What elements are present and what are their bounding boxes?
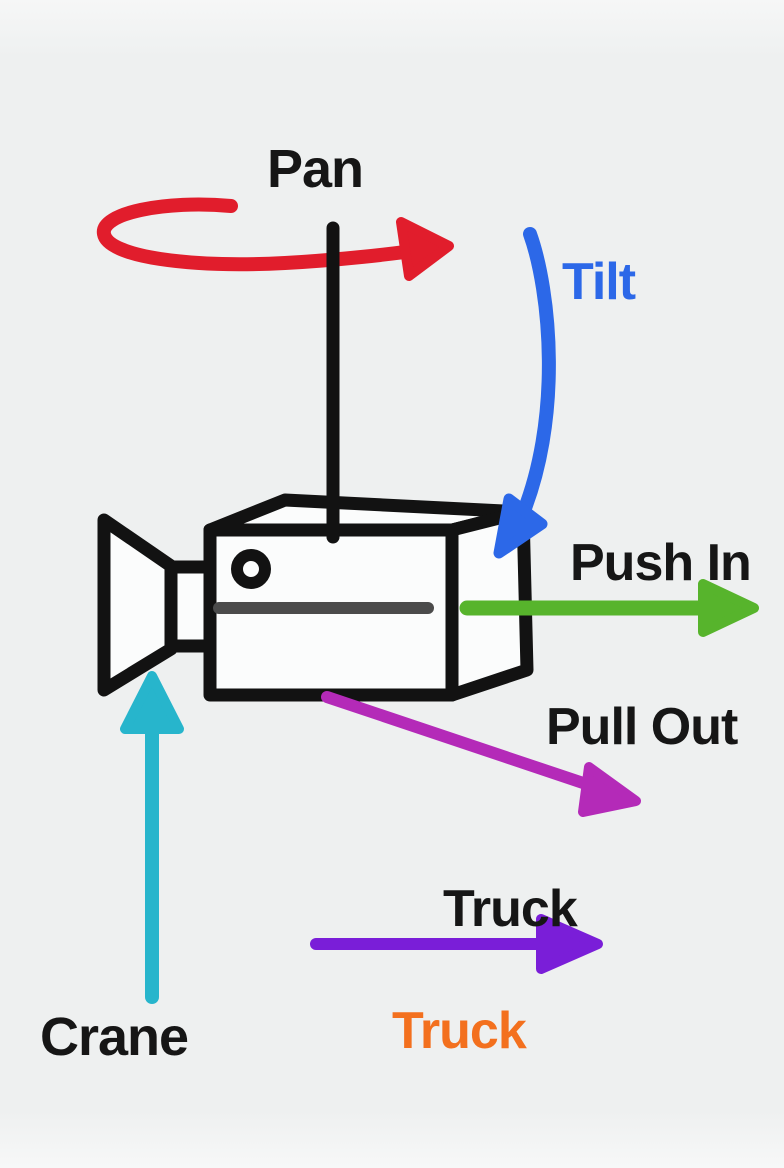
crane-arrow-icon <box>120 671 184 1004</box>
pull-out-label: Pull Out <box>546 698 738 756</box>
video-camera-icon <box>97 493 534 702</box>
camera-lens-hood <box>97 513 178 697</box>
push-in-arrowhead <box>698 579 759 637</box>
pan-arrowhead <box>396 217 454 281</box>
crane-arrowhead <box>120 671 184 734</box>
pan-arc <box>97 197 426 272</box>
truck-arrowhead <box>536 914 603 974</box>
tilt-arrowhead <box>493 493 548 559</box>
crane-label: Crane <box>40 1007 188 1067</box>
tilt-curve <box>512 227 556 530</box>
push-in-label: Push In <box>570 534 751 592</box>
pan-rotation-arrow-icon <box>97 197 454 281</box>
truck-lower-label: Truck <box>392 1002 527 1060</box>
truck-upper-label: Truck <box>443 880 578 938</box>
camera-lens-ring <box>231 549 271 589</box>
pull-out-stem <box>321 691 604 794</box>
tilt-arrow-icon <box>493 227 556 559</box>
pull-out-arrow-icon <box>321 691 641 817</box>
pull-out-arrowhead <box>578 762 641 817</box>
truck-arrow-icon <box>310 914 603 974</box>
push-in-arrow-icon <box>459 579 759 637</box>
pan-label: Pan <box>267 139 363 199</box>
tilt-label: Tilt <box>562 253 636 311</box>
